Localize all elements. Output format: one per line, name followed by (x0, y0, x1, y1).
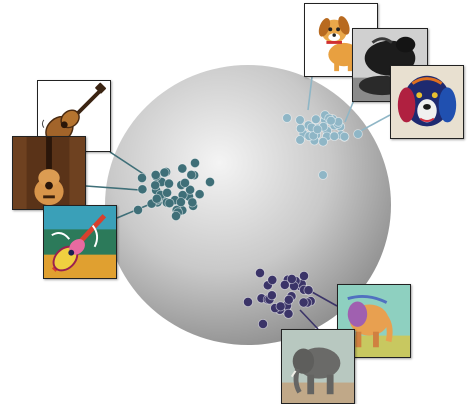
guitars-embedding-point (150, 169, 161, 180)
guitars-connector-line (116, 204, 149, 219)
elephants-embedding-point (298, 270, 309, 281)
guitars-embedding-point (151, 193, 162, 204)
dogs-embedding-point (353, 129, 363, 139)
dogs-embedding-point (295, 115, 305, 125)
dogs-embedding-point (318, 170, 328, 180)
guitars-embedding-point (137, 184, 148, 195)
elephants-connector-line (311, 291, 338, 307)
elephants-embedding-point (275, 301, 286, 312)
dogs-embedding-point (311, 114, 321, 125)
guitars-embedding-point (163, 178, 174, 189)
painted-dog-artwork-image (390, 65, 464, 139)
elephant-photo-image (281, 329, 355, 404)
guitars-embedding-point (162, 187, 173, 198)
guitars-embedding-point (187, 197, 198, 208)
guitars-embedding-point (189, 157, 200, 168)
guitars-embedding-point (170, 210, 181, 221)
dogs-connector-line (344, 99, 355, 123)
dogs-embedding-point (295, 123, 306, 134)
guitars-embedding-point (179, 177, 190, 188)
guitars-embedding-point (204, 176, 215, 187)
painted-elephant-artwork-image (337, 284, 411, 358)
dogs-embedding-point (312, 124, 323, 135)
connector-lines (85, 76, 391, 330)
elephants-embedding-point (283, 294, 294, 305)
guitars-connector-line (85, 185, 141, 191)
elephants-embedding-point (242, 296, 253, 307)
dogs-embedding-point (295, 135, 305, 145)
acoustic-guitar-photo-image (12, 136, 86, 210)
dogs-embedding-point (329, 131, 340, 142)
guitars-embedding-point (136, 172, 147, 183)
elephants-embedding-point (286, 273, 297, 284)
guitars-embedding-point (159, 167, 170, 178)
dogs-embedding-point (339, 131, 350, 142)
elephant-icon (282, 330, 354, 403)
guitars-embedding-point (185, 184, 196, 195)
elephants-embedding-point (298, 297, 309, 308)
elephants-connector-line (299, 309, 319, 330)
guitars-embedding-point (177, 163, 188, 174)
painted-guitar-artwork-image (43, 205, 117, 279)
dogs-connector-line (307, 76, 313, 111)
guitars-embedding-point (164, 198, 175, 209)
elephants-embedding-point (266, 290, 277, 301)
elephants-embedding-point (283, 308, 294, 319)
guitars-connector-line (109, 151, 146, 176)
painted-guitar-icon (44, 206, 116, 278)
guitars-embedding-point (132, 204, 143, 215)
acoustic-guitar-icon (13, 137, 85, 209)
dogs-embedding-point (282, 113, 292, 123)
elephants-embedding-point (267, 274, 278, 285)
elephants-embedding-point (257, 318, 268, 329)
guitars-embedding-point (186, 169, 197, 180)
dogs-embedding-point (318, 136, 328, 147)
painted-dog-icon (391, 66, 463, 138)
elephants-embedding-point (254, 267, 265, 278)
dogs-embedding-point (326, 115, 336, 126)
guitars-embedding-point (194, 189, 205, 200)
elephants-embedding-point (303, 285, 314, 296)
guitars-embedding-point (150, 180, 161, 191)
guitars-embedding-point (175, 197, 186, 208)
embedding-points (132, 110, 363, 329)
